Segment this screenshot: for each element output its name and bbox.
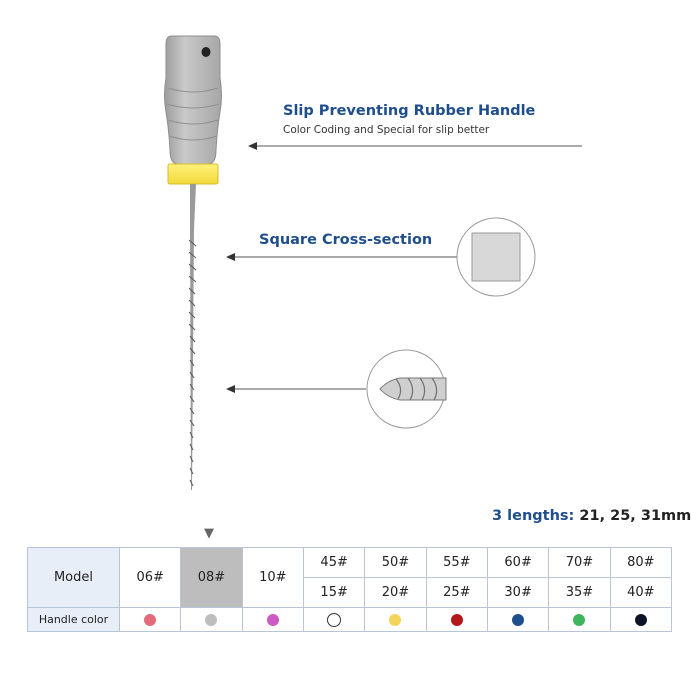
color-dot [573,614,586,626]
model-row-bottom: 15# 20# 25# 30# 35# 40# [28,577,673,608]
lengths-label: 3 lengths: [492,508,575,524]
model-label: Model [27,547,120,608]
handle-arrow-icon [248,142,257,150]
model-cell: 15# [302,577,366,608]
model-cell: 55# [425,547,488,578]
color-dot [389,614,402,626]
model-cell: 06# [118,547,182,608]
handle-color-row: Handle color [27,607,673,632]
model-cell: 25# [425,577,488,608]
model-cell: 50# [364,547,427,578]
color-cell [486,607,550,632]
square-cross-section-icon [471,232,521,282]
model-cell: 20# [364,577,427,608]
model-cell: 35# [548,577,611,608]
color-cell [180,607,243,632]
color-dot [512,614,525,626]
lengths-info: 3 lengths: 21, 25, 31mm [492,508,691,524]
color-dot [266,614,279,626]
cross-section-arrow-icon [226,253,235,261]
model-cell-selected: 08# [180,547,243,608]
color-cell [548,607,611,632]
handle-callout-subtitle: Color Coding and Special for slip better [283,124,490,136]
cross-section-callout-title: Square Cross-section [259,232,433,248]
rubber-handle [164,35,222,165]
color-dot [327,612,342,627]
yellow-stopper [167,163,219,185]
model-cell: 30# [486,577,550,608]
model-cell: 40# [609,577,673,608]
color-cell [425,607,488,632]
model-cell: 80# [609,547,673,578]
color-dot [205,614,218,626]
file-twist-pattern [188,239,197,487]
color-dot [144,614,157,626]
model-row-top: Model 06# 08# 10# 45# 50# 55# 60# 70# 80… [27,547,673,608]
selected-model-marker-icon: ▼ [204,526,214,541]
tip-arrow-icon [226,385,235,393]
color-cell [118,607,182,632]
color-dot [634,614,647,626]
color-dot [450,614,463,626]
color-cell [364,607,427,632]
color-cell [609,607,673,632]
model-cell: 60# [486,547,550,578]
color-cell [302,607,366,632]
file-shaft [190,184,196,490]
model-cell: 70# [548,547,611,578]
color-cell [241,607,304,632]
model-cell: 10# [241,547,304,608]
model-spec-table: Model 06# 08# 10# 45# 50# 55# 60# 70# 80… [27,547,673,632]
lengths-value: 21, 25, 31mm [579,508,692,524]
handle-color-label: Handle color [27,607,120,632]
handle-callout-title: Slip Preventing Rubber Handle [283,103,536,119]
model-cell: 45# [302,547,366,578]
handle-hole [201,47,211,57]
endo-file-illustration [164,35,582,490]
